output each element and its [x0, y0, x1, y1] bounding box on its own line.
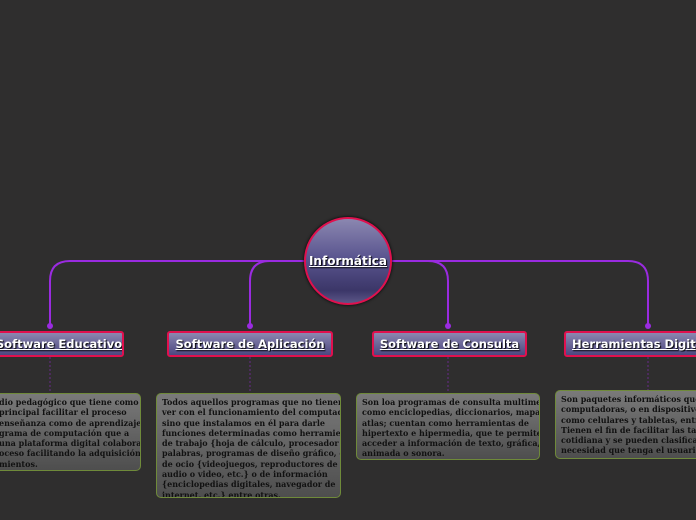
note-line: palabras, programas de diseño gráfico, e… — [162, 448, 340, 459]
note-line: hipertexto e hipermedia, que te permiten — [362, 427, 540, 438]
topic-title: Software Educativo — [0, 337, 123, 351]
topic-title: Software de Aplicación — [175, 337, 325, 351]
note-line: internet, etc.} entre otras. — [162, 489, 281, 498]
note-line: ver con el funcionamiento del computador… — [162, 407, 341, 418]
central-topic[interactable]: Informática — [304, 217, 392, 305]
note-line: dio pedagógico que tiene como — [0, 397, 139, 407]
note-line: Todos aquellos programas que no tienen q… — [162, 397, 341, 407]
note-line: funciones determinadas como herramienta — [162, 427, 341, 438]
note-line: Son paquetes informáticos que est — [561, 394, 696, 404]
note-line: grama de computación que a — [0, 427, 130, 438]
note-line: {enciclopedias digitales, navegador de — [162, 479, 336, 490]
note-line: oceso facilitando la adquisición — [0, 448, 141, 459]
note-line: de ocio {videojuegos, reproductores de — [162, 458, 338, 469]
note-software-aplicacion: Todos aquellos programas que no tienen q… — [156, 393, 341, 498]
note-line: principal facilitar el proceso — [0, 407, 127, 418]
note-line: como celulares y tabletas, entre otr — [561, 414, 696, 425]
central-title: Informática — [308, 254, 388, 268]
note-line: necesidad que tenga el usuario. — [561, 445, 696, 456]
note-line: atlas; cuentan como herramientas de — [362, 417, 529, 428]
note-line: como enciclopedias, diccionarios, mapas … — [362, 407, 540, 418]
note-line: mientos. — [0, 458, 38, 469]
topic-herramientas-digitales[interactable]: Herramientas Digit — [564, 331, 696, 357]
note-line: Son loa programas de consulta multimedia — [362, 397, 540, 407]
note-line: animada o sonora. — [362, 448, 445, 459]
topic-title: Herramientas Digit — [572, 337, 696, 351]
topic-title: Software de Consulta — [379, 337, 520, 351]
note-line: acceder a información de texto, gráfica, — [362, 438, 540, 449]
note-line: cotidiana y se pueden clasificar seg — [561, 435, 696, 446]
topic-software-educativo[interactable]: Software Educativo — [0, 331, 124, 357]
note-line: computadoras, o en dispositivos el — [561, 404, 696, 415]
note-line: sino que instalamos en él para darle — [162, 417, 326, 428]
note-line: enseñanza como de aprendizaje. — [0, 417, 141, 428]
note-line: de trabajo {hoja de cálculo, procesador … — [162, 438, 341, 449]
topic-software-consulta[interactable]: Software de Consulta — [372, 331, 527, 357]
note-herramientas-digitales: Son paquetes informáticos que estcomputa… — [555, 390, 696, 459]
note-software-consulta: Son loa programas de consulta multimedia… — [356, 393, 540, 460]
note-line: audio o video, etc.} o de información — [162, 469, 328, 480]
note-line: una plataforma digital colabora — [0, 438, 141, 449]
note-line: Tienen el fin de facilitar las tareas — [561, 424, 696, 435]
topic-software-aplicacion[interactable]: Software de Aplicación — [167, 331, 333, 357]
